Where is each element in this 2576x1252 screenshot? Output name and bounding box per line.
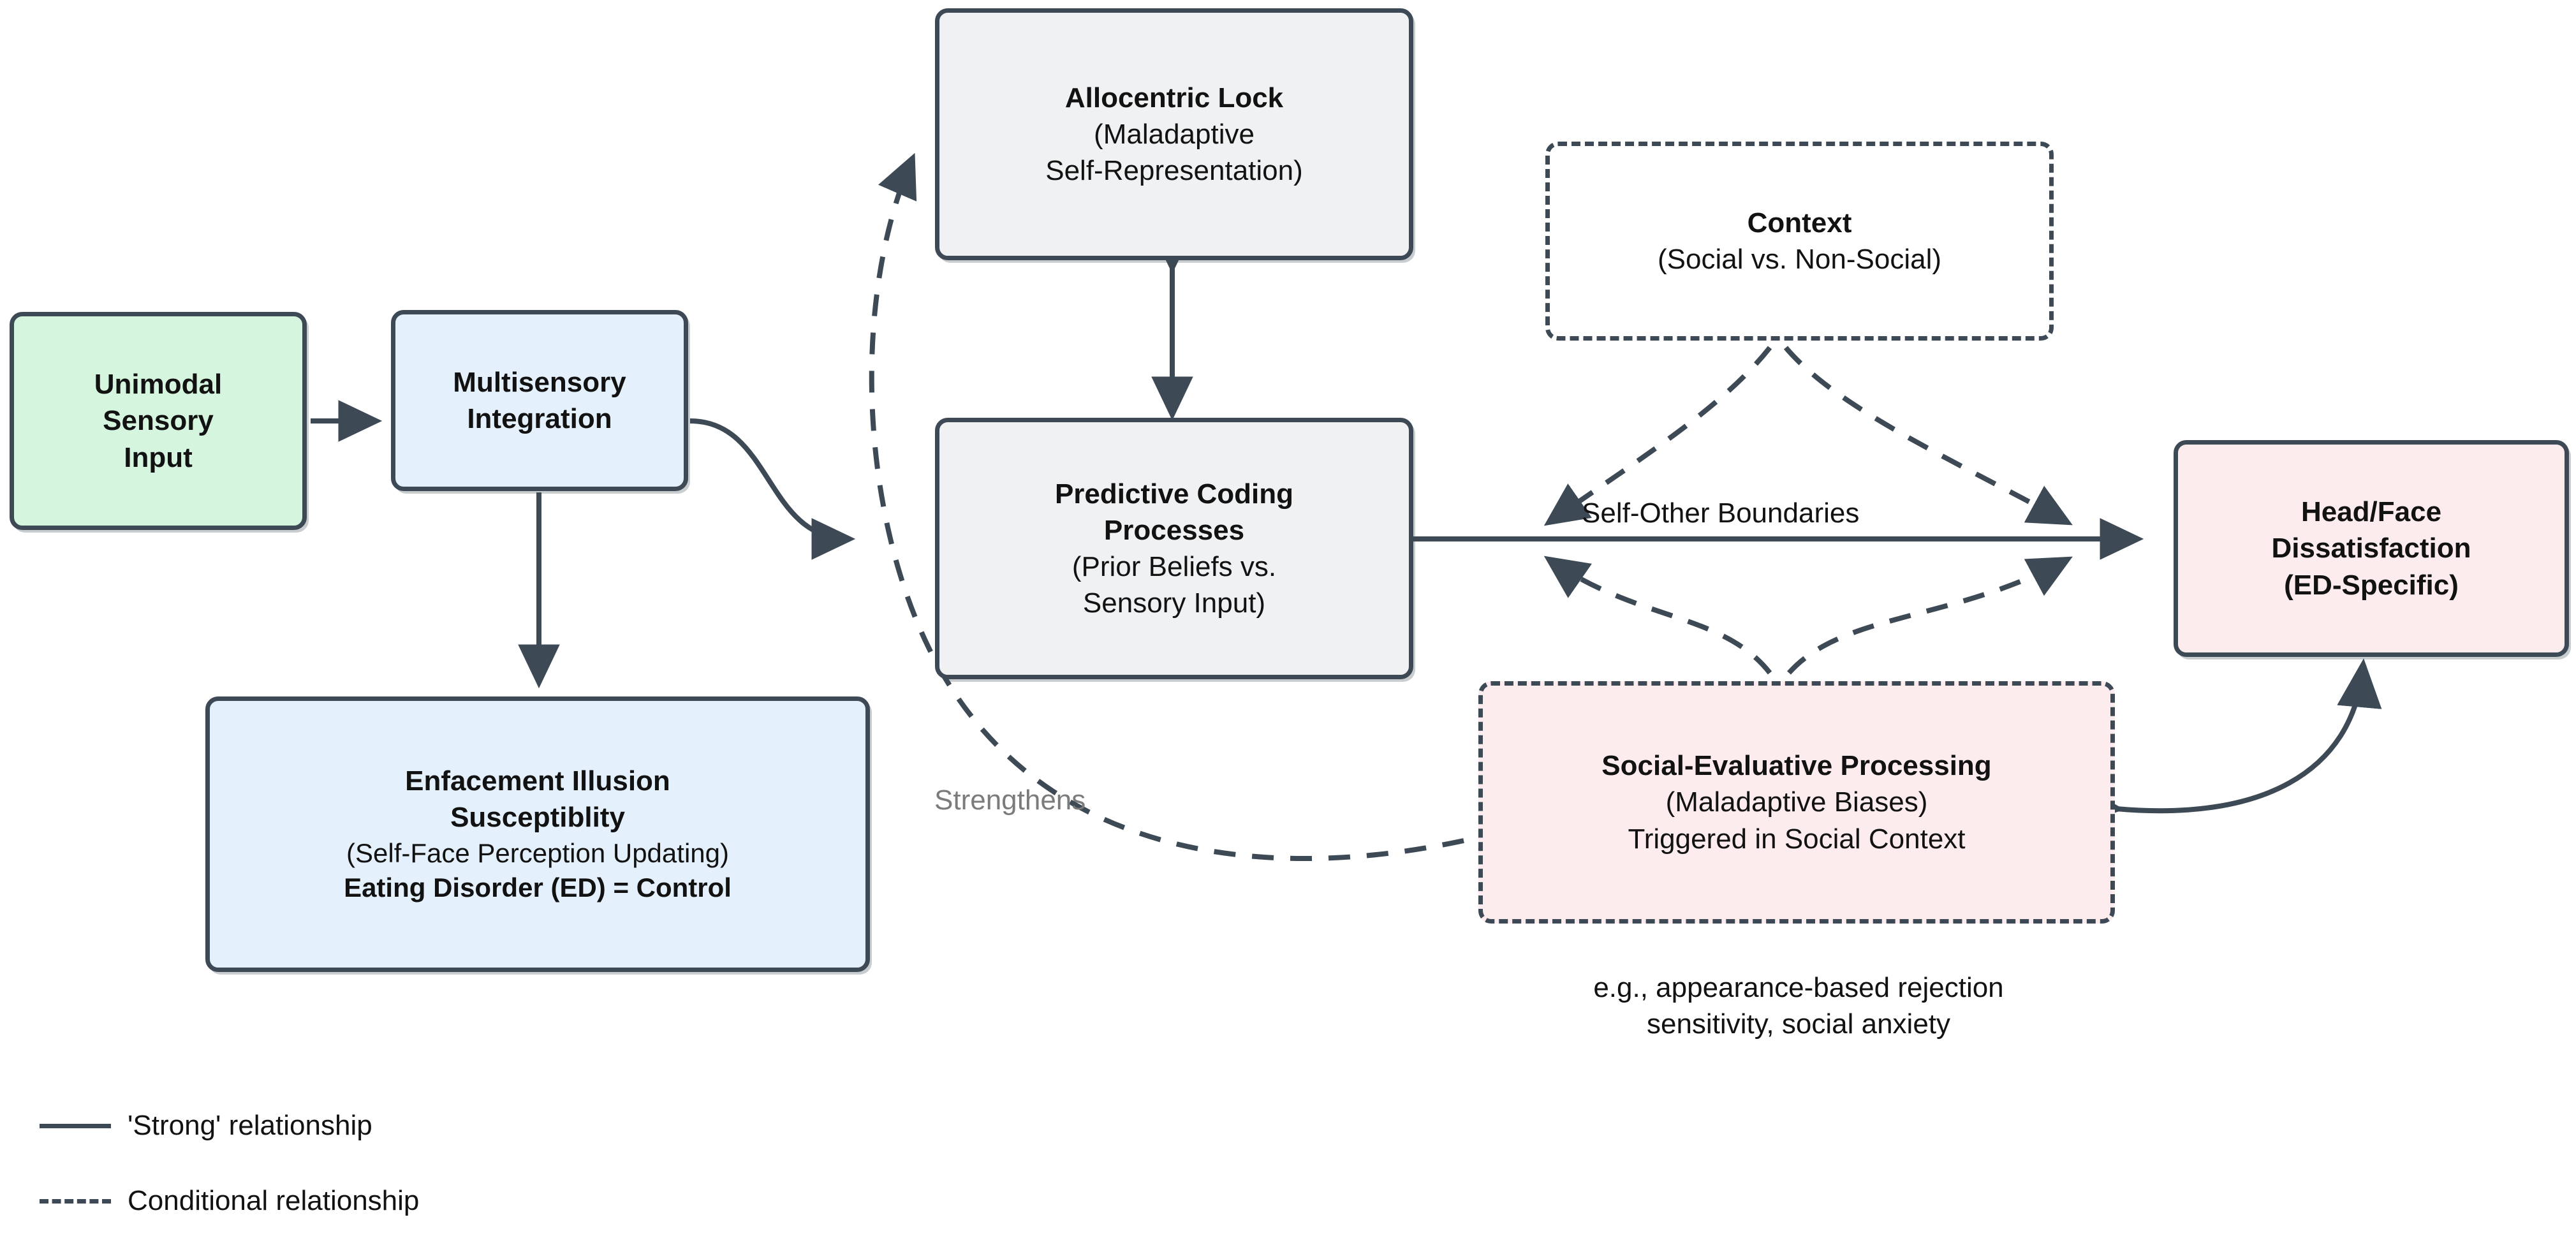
node-allocentric-sub-2: Self-Representation): [1045, 155, 1303, 187]
node-multisensory-line-2: Integration: [467, 403, 612, 434]
dashed-line-swatch-icon: [40, 1198, 111, 1204]
edge-socialeval-to-right-junction: [1787, 556, 2073, 675]
node-unimodal-line-2: Sensory: [103, 405, 214, 437]
node-multisensory-integration[interactable]: Multisensory Integration: [391, 310, 688, 491]
legend-label-strong: 'Strong' relationship: [128, 1110, 372, 1141]
node-allocentric-title: Allocentric Lock: [1064, 82, 1284, 114]
node-context[interactable]: Context (Social vs. Non-Social): [1545, 142, 2054, 341]
node-unimodal-sensory-input[interactable]: Unimodal Sensory Input: [10, 312, 307, 530]
node-social-evaluative-processing[interactable]: Social-Evaluative Processing (Maladaptiv…: [1478, 681, 2115, 924]
node-headface-line-2: Dissatisfaction: [2271, 533, 2471, 564]
node-enfacement-title-1: Enfacement Illusion: [405, 765, 670, 797]
edge-multisensory-to-predictive: [689, 418, 856, 560]
node-unimodal-line-1: Unimodal: [94, 369, 223, 401]
annotation-line-2: sensitivity, social anxiety: [1646, 1008, 1951, 1040]
node-allocentric-sub-1: (Maladaptive: [1094, 118, 1255, 150]
legend-label-conditional: Conditional relationship: [128, 1185, 420, 1216]
node-predictive-title-1: Predictive Coding: [1054, 478, 1294, 510]
annotation-line-1: e.g., appearance-based rejection: [1593, 972, 2004, 1003]
node-predictive-sub-2: Sensory Input): [1082, 587, 1266, 619]
node-context-sub-1: (Social vs. Non-Social): [1657, 244, 1942, 275]
node-socialeval-title: Social-Evaluative Processing: [1601, 750, 1992, 782]
edge-context-to-right-junction: [1783, 346, 2073, 526]
edge-socialeval-headface-bidirectional: [2073, 658, 2382, 828]
annotation-social-eval-examples: e.g., appearance-based rejection sensiti…: [1480, 969, 2117, 1042]
edge-socialeval-to-left-junction: [1543, 556, 1772, 675]
node-context-title: Context: [1747, 207, 1852, 239]
edge-label-strengthens: Strengthens: [934, 784, 1086, 816]
node-predictive-coding-processes[interactable]: Predictive Coding Processes (Prior Belie…: [935, 418, 1413, 679]
node-headface-line-1: Head/Face: [2300, 496, 2442, 528]
node-predictive-sub-1: (Prior Beliefs vs.: [1071, 551, 1277, 582]
node-multisensory-line-1: Multisensory: [453, 366, 626, 398]
edge-context-to-left-junction: [1543, 346, 1772, 526]
node-allocentric-lock[interactable]: Allocentric Lock (Maladaptive Self-Repre…: [935, 8, 1413, 260]
legend-item-strong: 'Strong' relationship: [40, 1110, 372, 1142]
node-enfacement-bold-tail: Eating Disorder (ED) = Control: [344, 873, 732, 903]
node-headface-line-3: (ED-Specific): [2284, 569, 2459, 601]
node-head-face-dissatisfaction[interactable]: Head/Face Dissatisfaction (ED-Specific): [2174, 440, 2569, 657]
node-enfacement-illusion-susceptibility[interactable]: Enfacement Illusion Susceptiblity (Self-…: [205, 696, 870, 972]
node-socialeval-sub-1: (Maladaptive Biases): [1665, 786, 1928, 818]
node-unimodal-line-3: Input: [124, 441, 193, 473]
node-predictive-title-2: Processes: [1103, 514, 1245, 546]
edge-label-self-other-boundaries: Self-Other Boundaries: [1582, 497, 1860, 529]
legend-item-conditional: Conditional relationship: [40, 1185, 419, 1217]
node-enfacement-title-2: Susceptiblity: [450, 802, 625, 834]
node-enfacement-sub-1: (Self-Face Perception Updating): [346, 837, 729, 868]
solid-line-swatch-icon: [40, 1123, 111, 1128]
node-socialeval-sub-2: Triggered in Social Context: [1628, 823, 1966, 855]
